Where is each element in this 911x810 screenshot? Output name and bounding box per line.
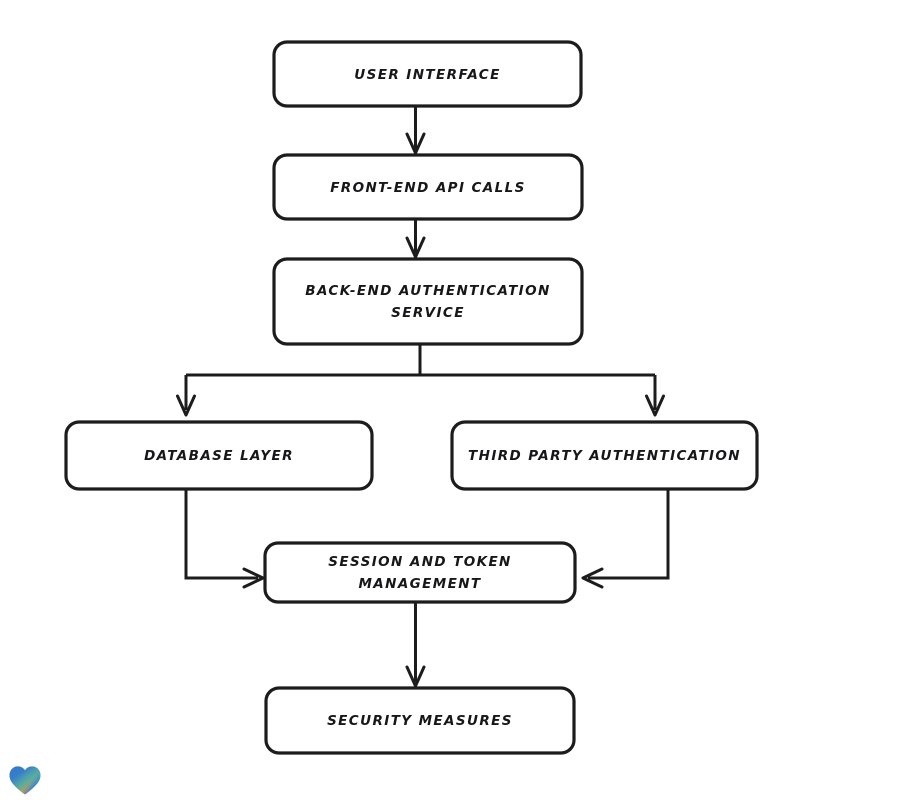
node-label-third-party-authentication: THIRD PARTY AUTHENTICATION [468, 448, 741, 464]
node-label-backend-auth-service-line1: BACK-END AUTHENTICATION [305, 283, 550, 299]
node-label-session-line2: MANAGEMENT [358, 576, 481, 592]
node-label-database-layer: DATABASE LAYER [144, 448, 294, 464]
node-label-frontend-api-calls: FRONT-END API CALLS [330, 180, 526, 196]
node-shape[interactable] [450, 420, 759, 491]
node-label-user-interface: USER INTERFACE [354, 67, 500, 83]
edge-session-to-security [405, 602, 426, 688]
node-database-layer[interactable]: DATABASE LAYER [64, 420, 374, 491]
node-label-session-line1: SESSION AND TOKEN [328, 554, 512, 570]
arrowhead-down [176, 394, 196, 417]
edge-line [184, 489, 258, 580]
arrowhead-right [242, 567, 265, 589]
edge-backend-to-thirdparty [645, 375, 665, 417]
arrowhead-left [581, 567, 604, 589]
node-session-and-token-management[interactable]: SESSION AND TOKEN MANAGEMENT [263, 541, 577, 604]
node-user-interface[interactable]: USER INTERFACE [272, 40, 583, 108]
edge-thirdparty-to-session [581, 489, 670, 589]
arrowhead-down [645, 394, 665, 417]
node-shape[interactable] [272, 257, 584, 346]
node-security-measures[interactable]: SECURITY MEASURES [264, 686, 576, 755]
node-label-security-measures: SECURITY MEASURES [327, 713, 513, 729]
arrowhead-down [405, 665, 426, 688]
edge-backend-split-bus [186, 344, 655, 377]
node-frontend-api-calls[interactable]: FRONT-END API CALLS [272, 153, 584, 221]
node-shape[interactable] [64, 420, 374, 491]
heart-shape-overlay [9, 766, 41, 795]
arrowhead-down [405, 236, 426, 259]
node-backend-auth-service[interactable]: BACK-END AUTHENTICATION SERVICE [272, 257, 584, 346]
node-third-party-authentication[interactable]: THIRD PARTY AUTHENTICATION [450, 420, 759, 491]
arrowhead-down [405, 132, 426, 155]
edge-ui-to-api [405, 106, 426, 155]
heart-icon [9, 766, 41, 795]
node-shape[interactable] [272, 153, 584, 221]
node-shape[interactable] [272, 40, 583, 108]
edge-line [588, 489, 670, 580]
edge-api-to-backend [405, 219, 426, 259]
edge-database-to-session [184, 489, 265, 589]
edge-backend-to-database [176, 375, 196, 417]
node-shape[interactable] [263, 541, 577, 604]
node-label-backend-auth-service-line2: SERVICE [391, 305, 465, 321]
node-shape[interactable] [264, 686, 576, 755]
